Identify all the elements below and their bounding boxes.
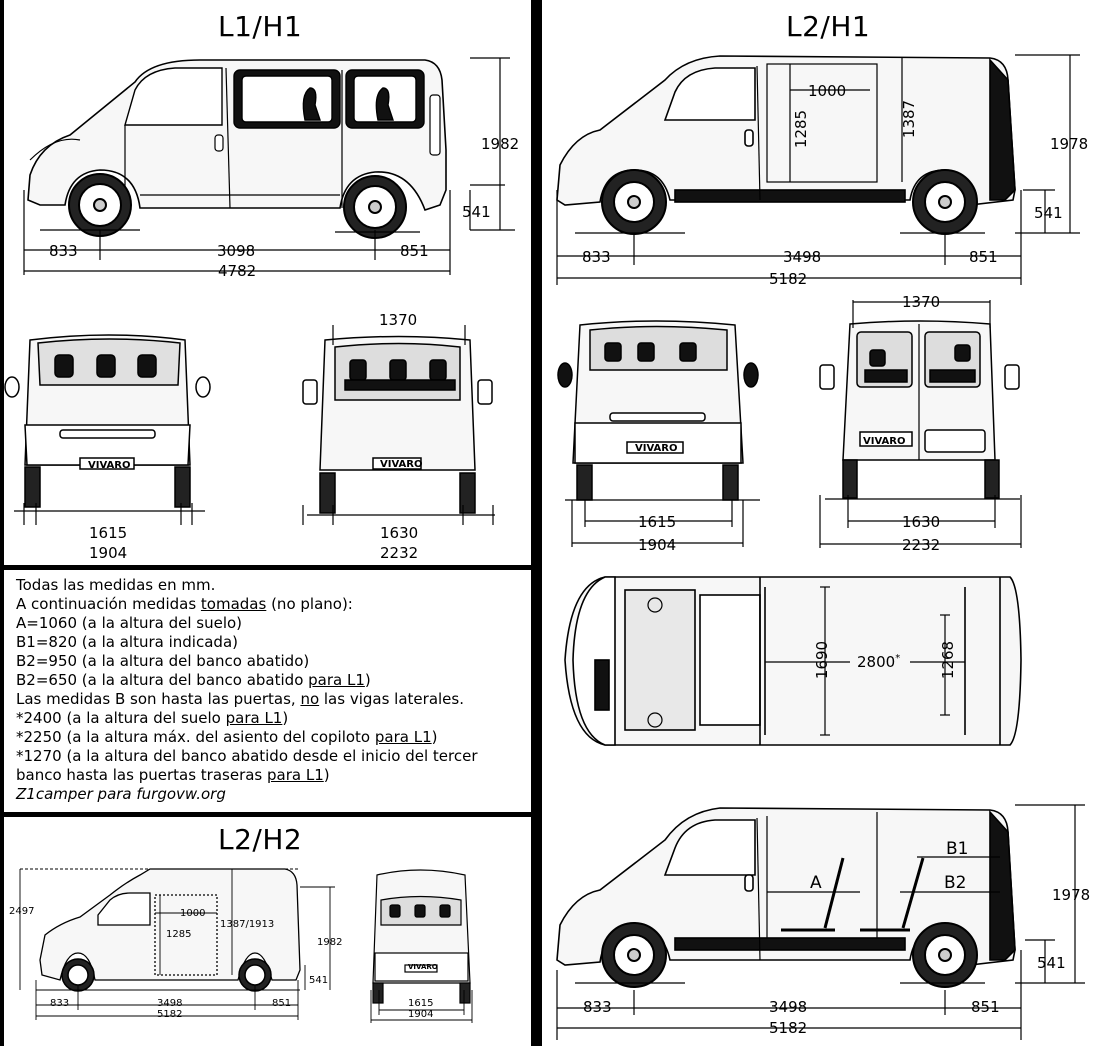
l2h1-door-width: 1000 bbox=[808, 82, 847, 100]
l2h1-measured-total-height: 1978 bbox=[1052, 886, 1091, 904]
l2h1-front-track: 1615 bbox=[638, 513, 677, 531]
dimension-lines-l1h1-side bbox=[23, 57, 515, 275]
l2h1-rear-view bbox=[815, 300, 1030, 555]
notes-block: Todas las medidas en mm. A continuación … bbox=[16, 576, 526, 804]
l1h1-front-width: 1904 bbox=[89, 544, 128, 562]
l2h2-floor-height: 541 bbox=[309, 975, 329, 986]
l2h1-top-width-a: 1690 bbox=[813, 640, 832, 680]
l2h1-side-view bbox=[545, 40, 1095, 290]
l2h2-front-overhang: 833 bbox=[50, 998, 70, 1009]
l1h1-rear-opening: 1370 bbox=[379, 311, 418, 329]
l2h1-measure-a: A bbox=[810, 873, 822, 893]
l2h1-rear-width: 2232 bbox=[902, 536, 941, 554]
l2h1-rear-opening: 1370 bbox=[902, 293, 941, 311]
l2h1-measured-rear-overhang: 851 bbox=[971, 998, 1000, 1016]
frame-top-left bbox=[0, 0, 4, 1046]
l2h1-rear-overhang: 851 bbox=[969, 248, 998, 266]
l2h2-front-view bbox=[365, 865, 480, 1025]
l2h2-side-view bbox=[0, 855, 345, 1025]
note-line-5: B2=950 (a la altura del banco abatido) bbox=[16, 652, 310, 670]
l2h1-front-plate: VIVARO bbox=[635, 443, 678, 454]
l2h2-roof-height: 1982 bbox=[317, 937, 343, 948]
l2h1-front-overhang: 833 bbox=[582, 248, 611, 266]
l2h1-measured-front-overhang: 833 bbox=[583, 998, 612, 1016]
l1h1-rear-overhang: 851 bbox=[400, 242, 429, 260]
l2h2-front-plate: VIVARO bbox=[408, 963, 438, 971]
l1h1-front-view bbox=[0, 325, 230, 525]
l2h1-front-width: 1904 bbox=[638, 536, 677, 554]
note-line-4: B1=820 (a la altura indicada) bbox=[16, 633, 238, 651]
l2h2-door-height: 1285 bbox=[166, 929, 192, 940]
l1h1-side-view bbox=[0, 40, 530, 285]
l1h1-total-height: 1982 bbox=[481, 135, 520, 153]
frame-divider-vertical-mid bbox=[536, 0, 542, 1046]
credit-line: Z1camper para furgovw.org bbox=[16, 785, 226, 803]
l2h1-total-height: 1978 bbox=[1050, 135, 1089, 153]
note-line-1: Todas las medidas en mm. bbox=[16, 576, 216, 594]
l2h2-wheelbase: 3498 bbox=[157, 998, 183, 1009]
frame-separator-notes-top bbox=[0, 565, 531, 570]
l2h2-total-length: 5182 bbox=[157, 1009, 183, 1020]
title-l1h1: L1/H1 bbox=[218, 10, 303, 43]
l2h2-cargo-height: 1387/1913 bbox=[220, 919, 275, 930]
l2h1-measured-wheelbase: 3498 bbox=[769, 998, 808, 1016]
note-line-7: Las medidas B son hasta las puertas, no … bbox=[16, 690, 464, 708]
note-line-9: *2250 (a la altura máx. del asiento del … bbox=[16, 728, 438, 746]
title-l2h2: L2/H2 bbox=[218, 823, 303, 856]
l2h1-measured-view bbox=[545, 800, 1095, 1046]
l2h1-measured-floor-height: 541 bbox=[1037, 954, 1066, 972]
frame-divider-vertical-left bbox=[531, 0, 536, 1046]
l1h1-floor-height: 541 bbox=[462, 203, 491, 221]
l2h2-rear-overhang: 851 bbox=[272, 998, 292, 1009]
windows-l1h1-side bbox=[124, 67, 425, 129]
l2h2-front-width: 1904 bbox=[408, 1009, 434, 1020]
l2h1-measure-b1: B1 bbox=[946, 839, 969, 859]
l2h1-cargo-height: 1387 bbox=[900, 99, 919, 139]
l2h1-rear-track: 1630 bbox=[902, 513, 941, 531]
l2h1-measure-b2: B2 bbox=[944, 873, 967, 893]
frame-separator-notes-bottom bbox=[0, 812, 531, 817]
l1h1-rear-track: 1630 bbox=[380, 524, 419, 542]
l2h2-total-height: 2497 bbox=[9, 906, 35, 917]
note-line-10: *1270 (a la altura del banco abatido des… bbox=[16, 747, 478, 765]
l2h1-measured-total-length: 5182 bbox=[769, 1019, 808, 1037]
l2h1-top-width-b: 1268 bbox=[939, 640, 958, 680]
note-line-3: A=1060 (a la altura del suelo) bbox=[16, 614, 243, 632]
l2h1-floor-height: 541 bbox=[1034, 204, 1063, 222]
note-line-6: B2=650 (a la altura del banco abatido pa… bbox=[16, 671, 371, 689]
l1h1-front-plate: VIVARO bbox=[88, 460, 131, 471]
l2h1-wheelbase: 3498 bbox=[783, 248, 822, 266]
l2h1-door-height: 1285 bbox=[792, 109, 811, 149]
l2h2-door-width: 1000 bbox=[180, 908, 206, 919]
note-line-2: A continuación medidas tomadas (no plano… bbox=[16, 595, 353, 613]
l1h1-wheelbase: 3098 bbox=[217, 242, 256, 260]
l1h1-rear-width: 2232 bbox=[380, 544, 419, 562]
l2h1-top-view bbox=[555, 565, 1030, 760]
l1h1-total-length: 4782 bbox=[218, 262, 257, 280]
l2h2-front-track: 1615 bbox=[408, 998, 434, 1009]
wheels-l1h1-side bbox=[68, 173, 407, 239]
title-l2h1: L2/H1 bbox=[786, 10, 871, 43]
l1h1-rear-view bbox=[295, 325, 505, 525]
l2h1-rear-plate: VIVARO bbox=[863, 436, 906, 447]
l2h1-top-length: 2800* bbox=[857, 653, 901, 671]
l1h1-rear-plate: VIVARO bbox=[380, 459, 423, 470]
l1h1-front-overhang: 833 bbox=[49, 242, 78, 260]
note-line-8: *2400 (a la altura del suelo para L1) bbox=[16, 709, 289, 727]
note-line-11: banco hasta las puertas traseras para L1… bbox=[16, 766, 330, 784]
l2h1-total-length: 5182 bbox=[769, 270, 808, 288]
l1h1-front-track: 1615 bbox=[89, 524, 128, 542]
l2h1-front-view bbox=[555, 315, 770, 555]
